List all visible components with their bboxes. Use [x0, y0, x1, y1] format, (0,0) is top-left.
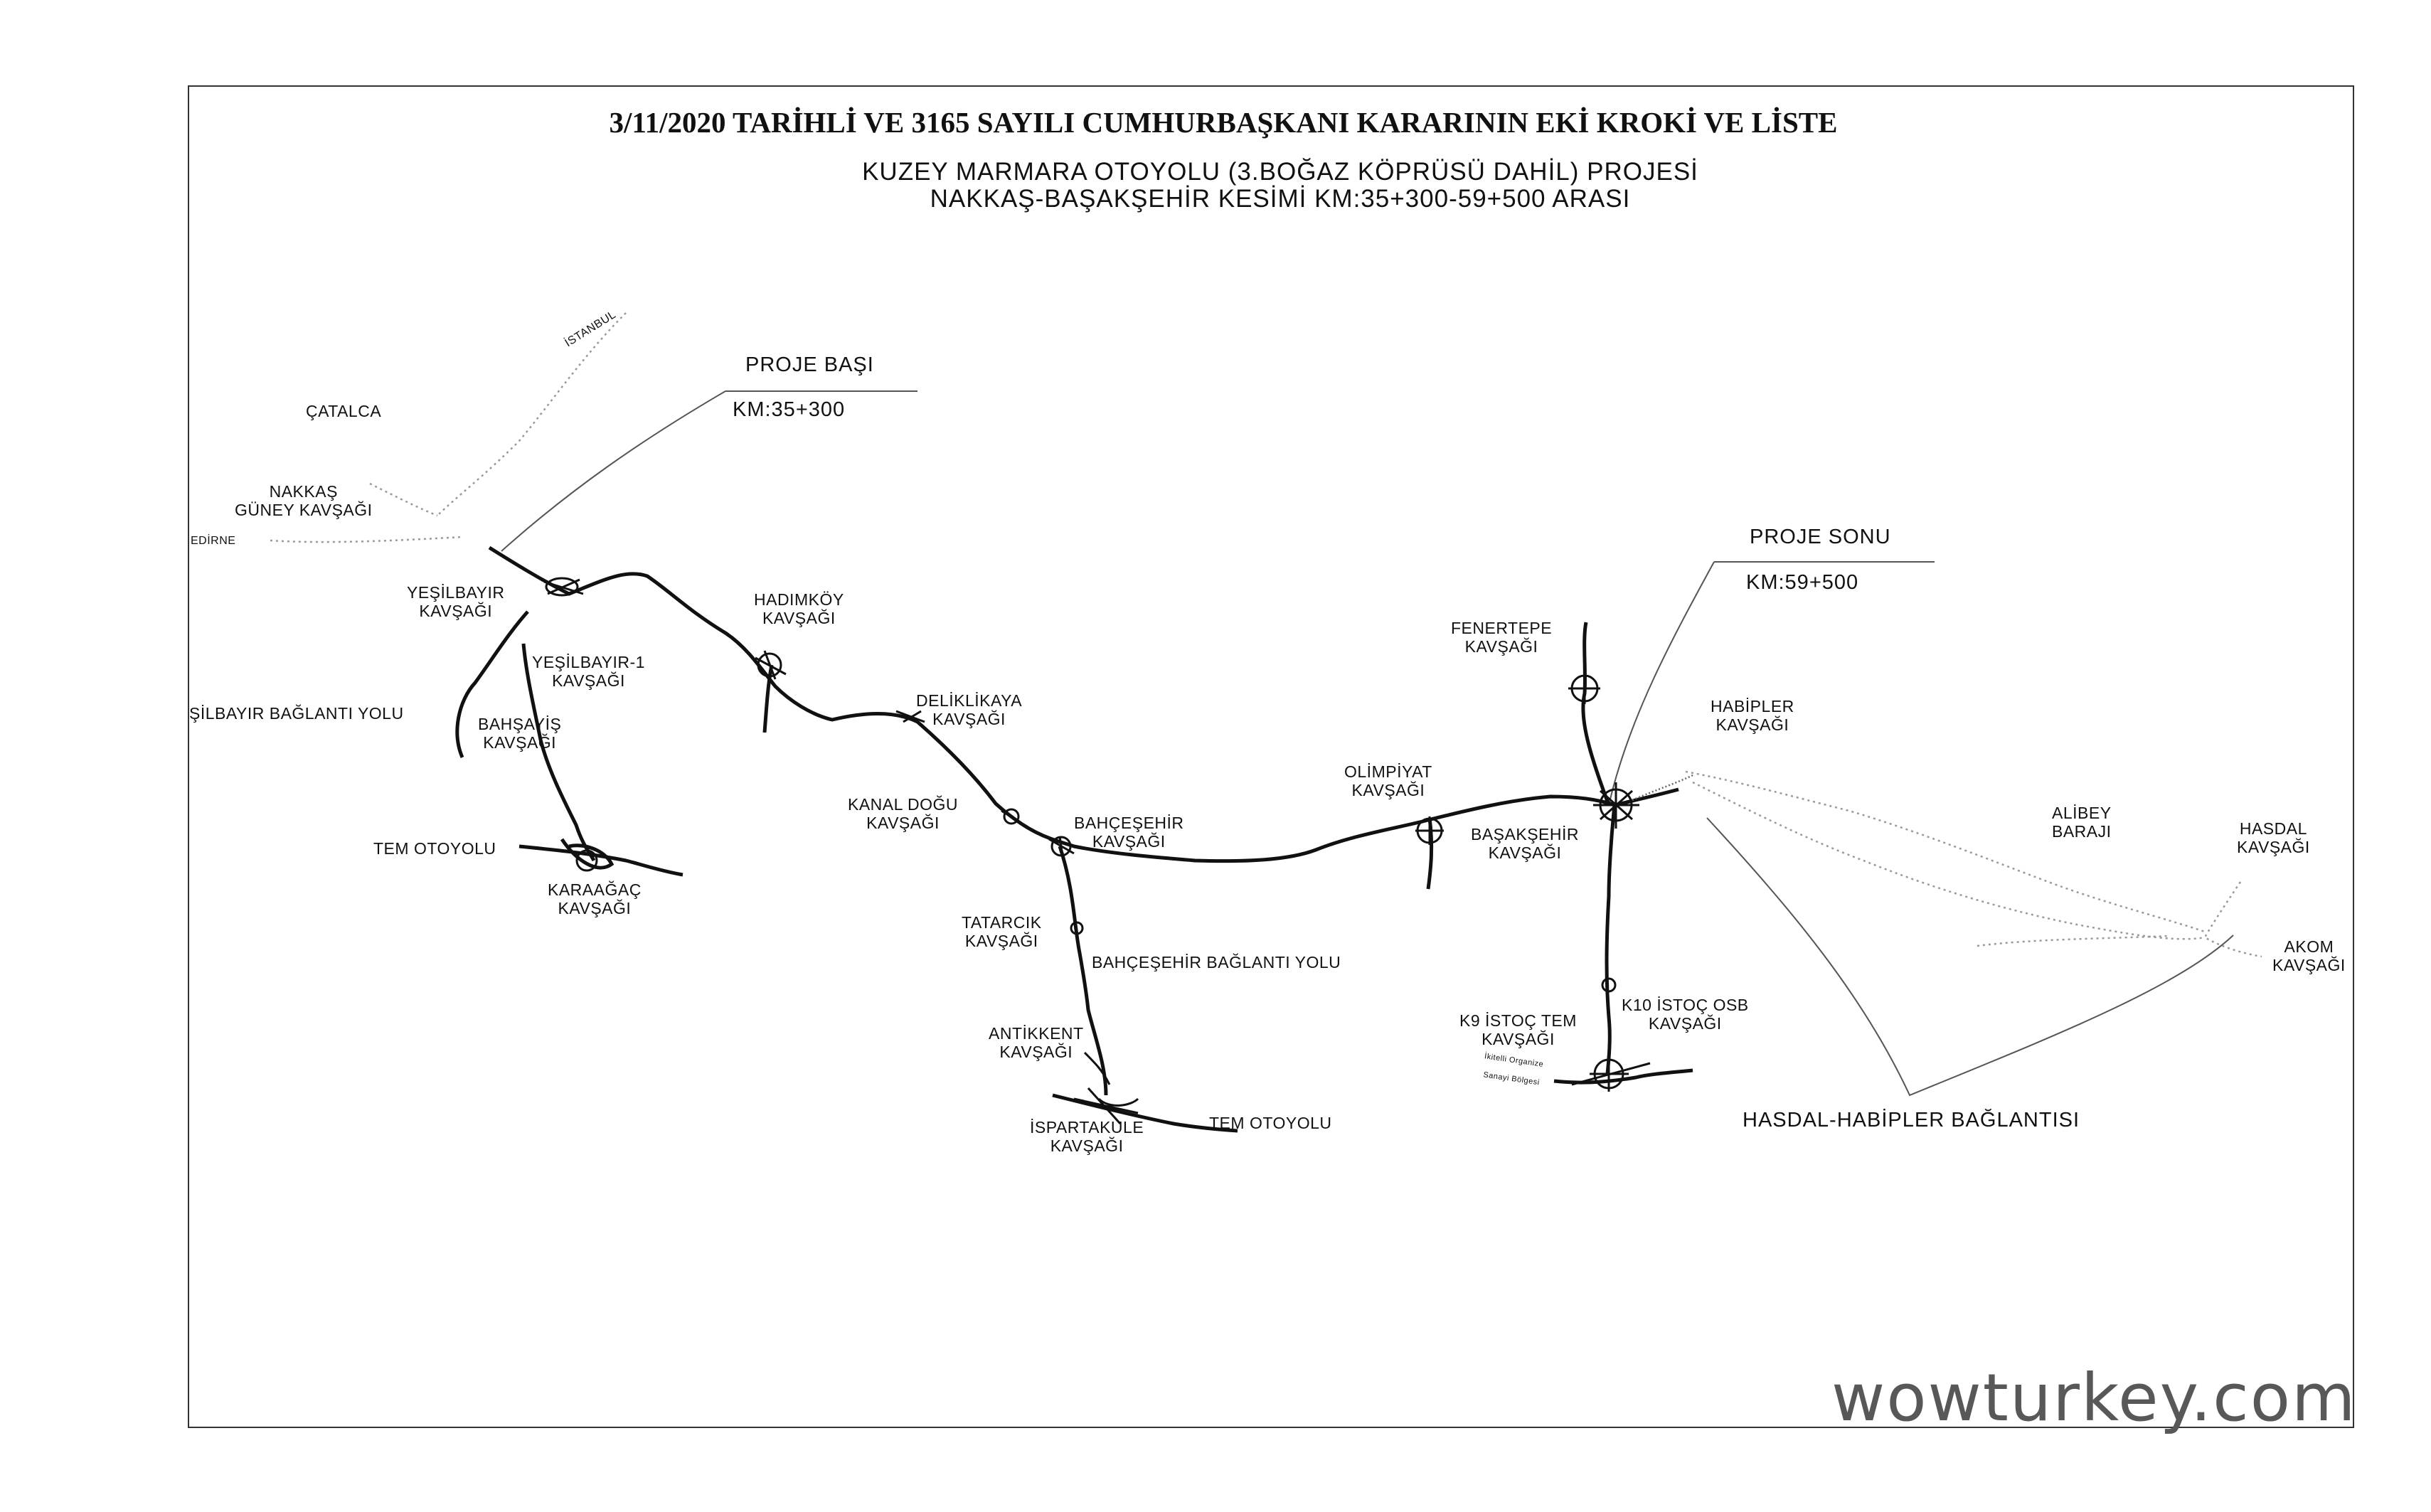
existing-roads: [270, 312, 2262, 958]
watermark-text: wowturkey.com: [1831, 1360, 2357, 1436]
proje-sonu-label: PROJE SONU: [1750, 526, 1891, 548]
kanal-dogu-junction-icon: [1001, 808, 1025, 826]
catalca-label: ÇATALCA: [306, 402, 382, 420]
hasdal-habipler-leader: [1706, 817, 2234, 1097]
proje-sonu-km: KM:59+500: [1746, 571, 1859, 594]
fenertepe-junction-icon: [1568, 672, 1600, 704]
yesilbayir-junction-icon: [543, 577, 584, 597]
project-subtitle: KUZEY MARMARA OTOYOLU (3.BOĞAZ KÖPRÜSÜ D…: [862, 158, 1698, 186]
proje-sonu-leader: [1608, 561, 1715, 806]
fenertepe-road: [1581, 622, 1611, 806]
bahcesehir-link-label: BAHÇEŞEHİR BAĞLANTI YOLU: [1092, 953, 1341, 971]
deliklikaya-junction-icon: [895, 710, 925, 723]
istanbul-road: [437, 312, 627, 516]
bahcesehir-junction-icon: [1048, 836, 1075, 858]
main-route-west: [488, 545, 1615, 863]
hasdal-road: [2203, 881, 2262, 958]
hasdal-habipler-label: HASDAL-HABİPLER BAĞLANTISI: [1743, 1109, 2080, 1132]
antikkent-junction-icon: [1083, 1051, 1111, 1085]
basaksehir-junction-icon: [1593, 782, 1639, 829]
proje-basi-label: PROJE BAŞI: [745, 353, 874, 376]
main-route-east: [1614, 787, 1679, 807]
proje-basi-leader: [501, 390, 726, 552]
alibey-lake-upper: [1685, 770, 2206, 933]
proje-basi-km: KM:35+300: [733, 398, 846, 421]
leader-lines: [501, 390, 2234, 1097]
bahcesehir-link: [1058, 846, 1108, 1096]
olimpiyat-junction-icon: [1415, 816, 1444, 845]
yesilbayir-link-label: ŞİLBAYIR BAĞLANTI YOLU: [189, 704, 404, 723]
basaksehir-south: [1605, 804, 1617, 1075]
k9-junction-icon: [1571, 1056, 1651, 1092]
yesilbayir-link: [455, 610, 529, 758]
tem-middle: [1052, 1093, 1238, 1133]
tatarcik-junction-icon: [1070, 921, 1084, 935]
catalca-road: [369, 482, 438, 517]
karaagac-loop: [560, 838, 615, 870]
hadimkoy-branch: [762, 664, 774, 733]
edirne-label: EDİRNE: [191, 535, 236, 547]
map-frame: [188, 85, 2354, 1428]
section-subtitle: NAKKAŞ-BAŞAKŞEHİR KESİMİ KM:35+300-59+50…: [930, 185, 1631, 213]
page-title: 3/11/2020 TARİHLİ VE 3165 SAYILI CUMHURB…: [609, 106, 1838, 139]
bahsayis-road: [521, 643, 596, 862]
habipler-connection: [1632, 774, 1693, 802]
ispartakule-junction-icon: [1073, 1087, 1139, 1125]
karaagac-junction-icon: [575, 849, 598, 872]
tem-otoyolu-middle-label: TEM OTOYOLU: [1209, 1114, 1332, 1132]
hadimkoy-junction-icon: [755, 650, 787, 680]
tem-left: [518, 844, 683, 877]
edirne-road: [270, 536, 463, 543]
alibey-lake-tail: [1977, 935, 2170, 947]
tem-otoyolu-west-label: TEM OTOYOLU: [373, 839, 496, 858]
junction-symbols: [543, 577, 1651, 1125]
k10-junction-icon: [1601, 977, 1617, 993]
alibey-lake-lower: [1692, 781, 2206, 940]
